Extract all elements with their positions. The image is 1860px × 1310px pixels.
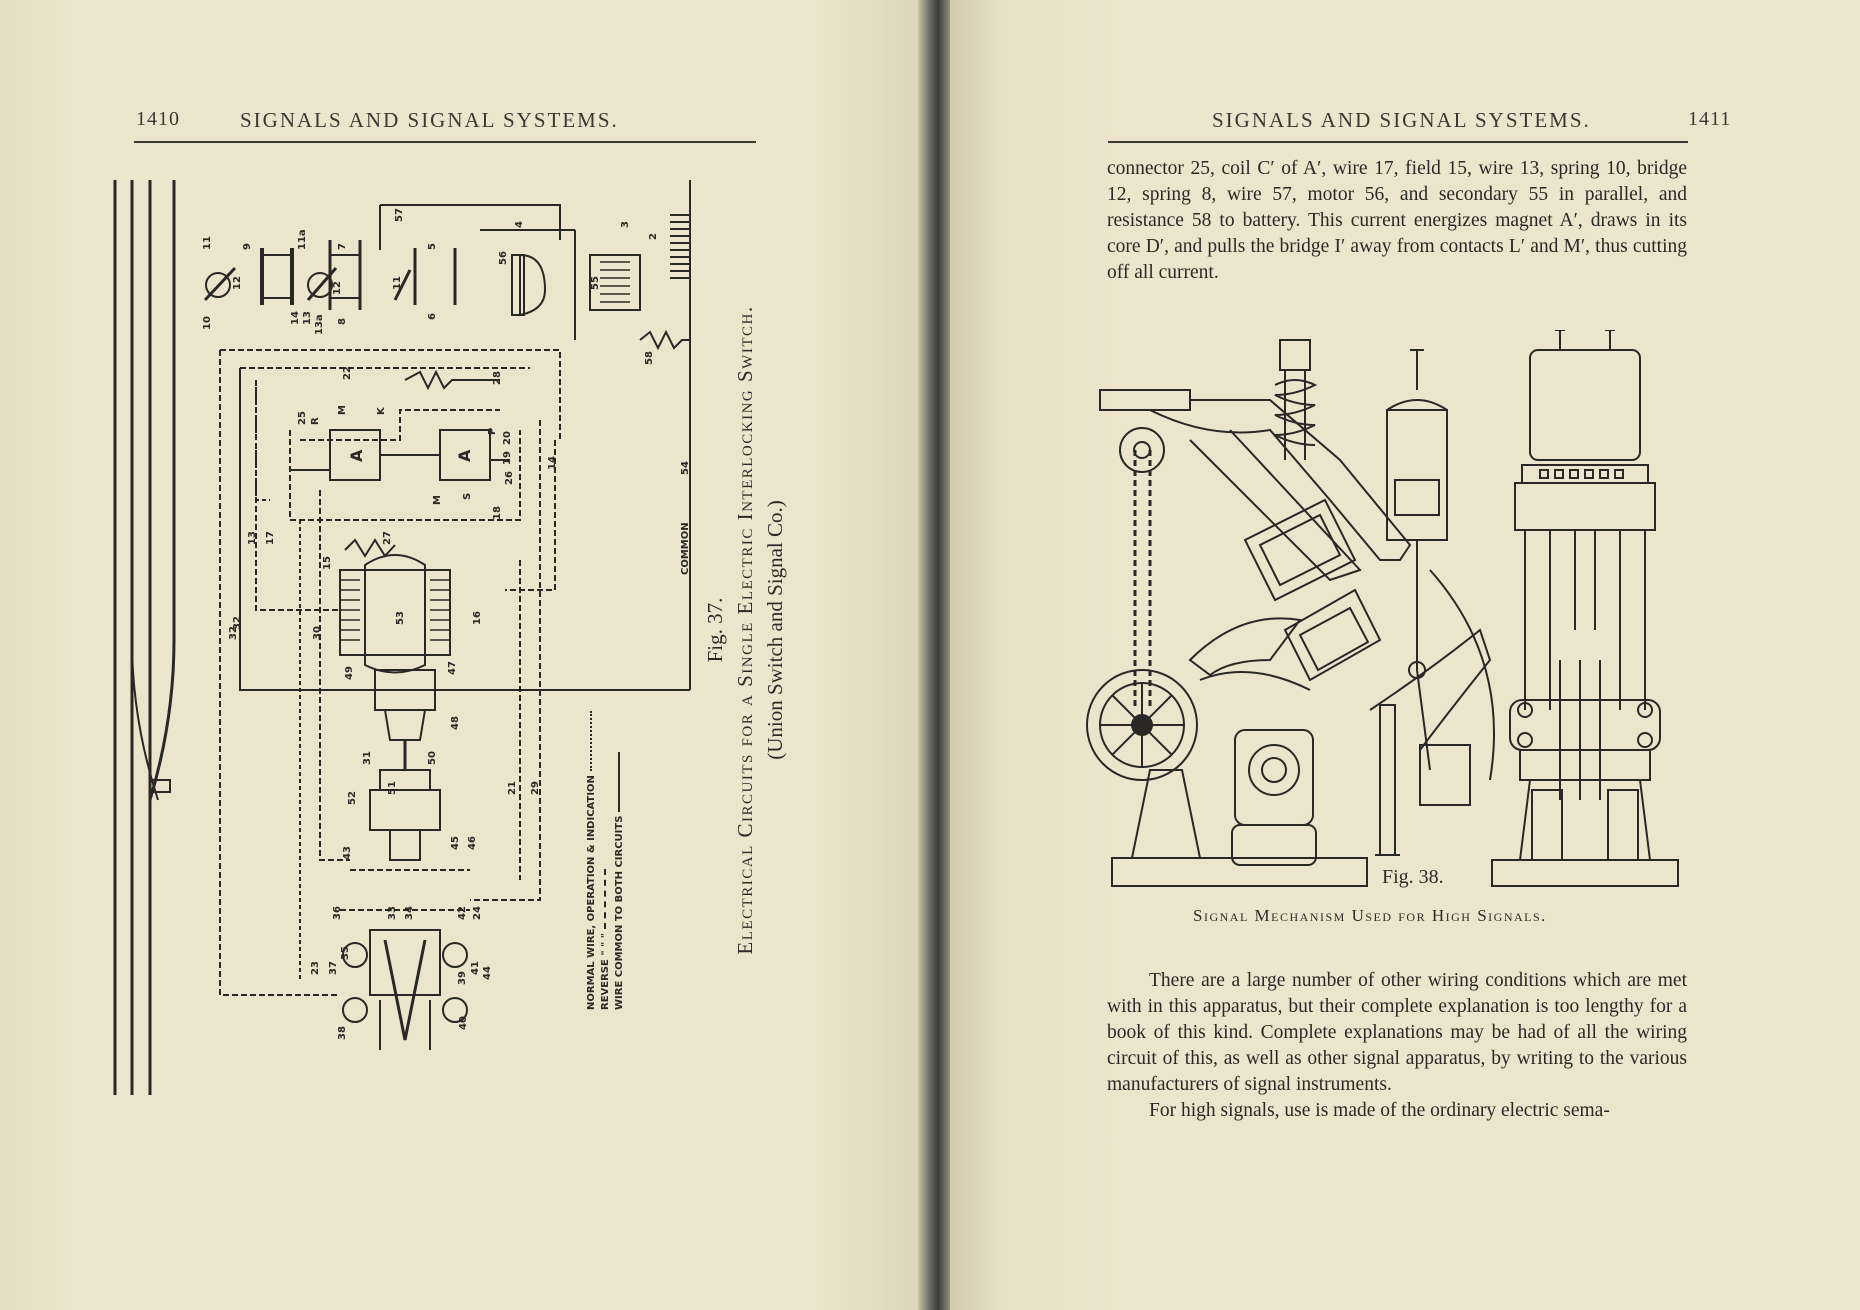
circuit-label: 27 — [382, 531, 393, 545]
circuit-label: A — [455, 449, 474, 462]
legend-reverse: REVERSE " " " — [600, 933, 611, 1010]
circuit-label: 42 — [457, 906, 468, 920]
circuit-label: 57 — [394, 208, 405, 222]
circuit-label: 2 — [648, 233, 659, 240]
top-paragraph-text: connector 25, coil C′ of A′, wire 17, fi… — [1107, 158, 1687, 283]
circuit-label: 21 — [507, 781, 518, 795]
circuit-label: 52 — [347, 791, 358, 805]
circuit-label: 51 — [387, 781, 398, 795]
right-running-head: SIGNALS AND SIGNAL SYSTEMS. — [1212, 108, 1591, 132]
circuit-label: 25 — [297, 411, 308, 425]
circuit-label: 11a — [297, 229, 308, 250]
fig37-credit: (Union Switch and Signal Co.) — [763, 500, 787, 760]
circuit-label: 32 — [228, 626, 239, 640]
legend-common: WIRE COMMON TO BOTH CIRCUITS — [614, 815, 625, 1010]
circuit-label: 48 — [450, 716, 461, 730]
top-paragraph: connector 25, coil C′ of A′, wire 17, fi… — [1107, 156, 1687, 286]
circuit-label: 19 — [502, 451, 513, 465]
circuit-label: 40 — [458, 1016, 469, 1030]
fig37-caption: Fig. 37. Electrical Circuits for a Singl… — [700, 250, 790, 1010]
circuit-label: 33 — [387, 906, 398, 920]
circuit-label: 47 — [447, 661, 458, 675]
circuit-label: 37 — [328, 961, 339, 975]
circuit-label: 13 — [247, 531, 258, 545]
circuit-label: 8 — [337, 318, 348, 325]
fig38-title: Signal Mechanism Used for High Signals. — [1193, 906, 1547, 925]
circuit-label: S — [462, 493, 473, 500]
right-page: SIGNALS AND SIGNAL SYSTEMS. 1411 connect… — [950, 0, 1860, 1310]
circuit-label: 45 — [450, 836, 461, 850]
circuit-label: 54 — [680, 461, 691, 475]
fig38-number: Fig. 38. — [1382, 866, 1444, 888]
circuit-label: 7 — [337, 243, 348, 250]
circuit-label: 36 — [332, 906, 343, 920]
circuit-label: 39 — [457, 971, 468, 985]
circuit-label: 13a — [314, 314, 325, 335]
circuit-label: 26 — [504, 471, 515, 485]
paragraph-wiring-conditions: There are a large number of other wiring… — [1107, 970, 1687, 1095]
fig37-title: Electrical Circuits for a Single Electri… — [733, 305, 757, 955]
body-paragraphs: There are a large number of other wiring… — [1107, 968, 1687, 1124]
legend-normal: NORMAL WIRE, OPERATION & INDICATION — [586, 775, 597, 1010]
circuit-label: 11 — [392, 276, 403, 290]
circuit-label: 38 — [337, 1026, 348, 1040]
paragraph-high-signals: For high signals, use is made of the ord… — [1149, 1100, 1610, 1121]
circuit-label: A — [347, 449, 366, 462]
circuit-label: 32 — [232, 616, 243, 630]
circuit-label: P — [487, 428, 498, 435]
circuit-label: 6 — [427, 313, 438, 320]
right-page-number: 1411 — [1688, 108, 1732, 130]
circuit-label: 30 — [312, 626, 323, 640]
circuit-label: 55 — [590, 276, 601, 290]
circuit-label: 15 — [322, 556, 333, 570]
circuit-diagram: COMMON 11 9 12 10 11a 7 12 8 14 13 13a 5… — [113, 180, 691, 1095]
circuit-label: 41 — [470, 961, 481, 975]
circuit-label: 12 — [232, 276, 243, 290]
circuit-label: 44 — [482, 966, 493, 980]
circuit-label: 18 — [492, 506, 503, 520]
right-head-rule — [1108, 141, 1688, 143]
signal-mechanism-illustration — [1086, 330, 1679, 887]
circuit-label: 14 — [290, 311, 301, 325]
circuit-label: 50 — [427, 751, 438, 765]
circuit-label: 20 — [502, 431, 513, 445]
circuit-label: K — [376, 406, 387, 415]
circuit-label: 49 — [344, 666, 355, 680]
circuit-label: 9 — [242, 243, 253, 250]
circuit-label: M — [337, 405, 348, 415]
circuit-label: 4 — [514, 221, 525, 228]
left-running-head: SIGNALS AND SIGNAL SYSTEMS. — [240, 108, 619, 132]
left-page-number: 1410 — [136, 108, 180, 130]
fig37-number: Fig. 37. — [703, 597, 727, 663]
circuit-label: 23 — [310, 961, 321, 975]
circuit-label: 28 — [492, 371, 503, 385]
circuit-label: 53 — [395, 611, 406, 625]
circuit-label: 12 — [332, 281, 343, 295]
left-page: 1410 SIGNALS AND SIGNAL SYSTEMS. — [0, 0, 925, 1310]
circuit-label: 17 — [265, 531, 276, 545]
circuit-label: 35 — [340, 946, 351, 960]
circuit-label: 31 — [362, 751, 373, 765]
left-head-rule — [134, 141, 756, 143]
circuit-label: 3 — [620, 221, 631, 228]
circuit-label: 11 — [202, 236, 213, 250]
circuit-label: 10 — [202, 316, 213, 330]
circuit-label: 43 — [342, 846, 353, 860]
circuit-label: 24 — [472, 906, 483, 920]
circuit-label: 14 — [547, 456, 558, 470]
circuit-label: R — [310, 417, 321, 425]
circuit-label: 29 — [530, 781, 541, 795]
circuit-label: 34 — [404, 906, 415, 920]
circuit-label: 16 — [472, 611, 483, 625]
circuit-label: M — [432, 495, 443, 505]
circuit-label: 56 — [498, 251, 509, 265]
circuit-label: 5 — [427, 243, 438, 250]
circuit-label: 46 — [467, 836, 478, 850]
circuit-legend: NORMAL WIRE, OPERATION & INDICATION REVE… — [585, 711, 627, 1010]
circuit-label: 13 — [302, 311, 313, 325]
circuit-label: 22 — [342, 366, 353, 380]
circuit-label-common: COMMON — [680, 522, 691, 575]
circuit-label: 58 — [644, 351, 655, 365]
